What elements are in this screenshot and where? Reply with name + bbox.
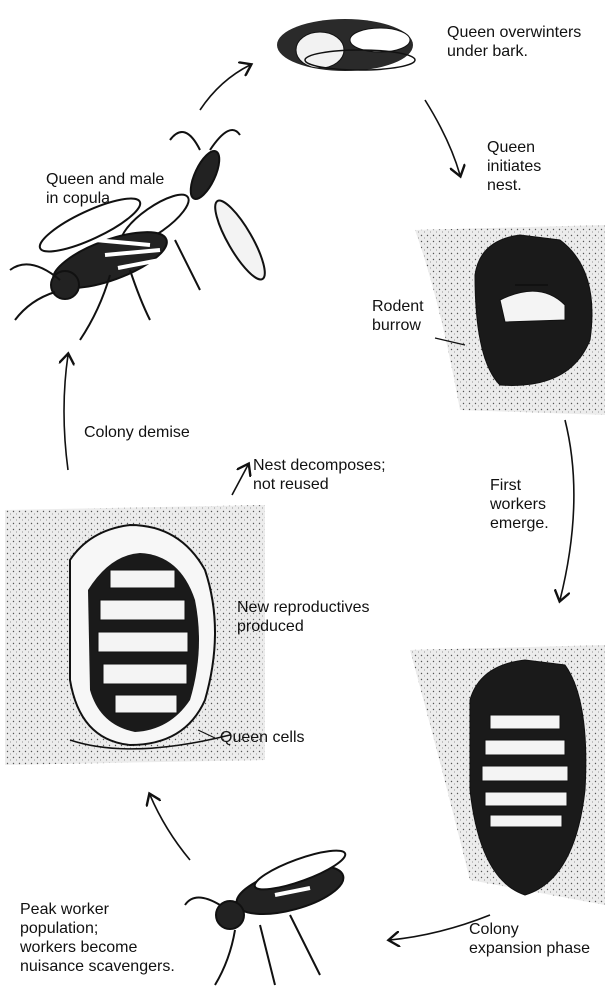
label-rodent-burrow: Rodent burrow [372,297,424,335]
nest-reproductive-illustration [5,505,265,765]
label-queen-overwinters: Queen overwinters under bark. [447,23,581,61]
label-nest-decomposes: Nest decomposes; not reused [253,456,386,494]
label-new-reproductives: New reproductives produced [237,598,370,636]
nest-expansion-illustration [410,645,605,905]
label-queen-cells: Queen cells [220,728,305,747]
mating-wasps-illustration [10,130,273,340]
label-queen-initiates-nest: Queen initiates nest. [487,138,541,195]
label-first-workers-emerge: First workers emerge. [490,476,549,533]
overwintering-queen-illustration [277,19,415,71]
scavenger-worker-illustration [185,843,349,985]
nest-initiation-illustration [415,225,605,415]
label-queen-and-male: Queen and male in copula [46,170,164,208]
label-peak-worker-population: Peak worker population; workers become n… [20,900,175,976]
label-colony-expansion: Colony expansion phase [469,920,590,958]
label-colony-demise: Colony demise [84,423,190,442]
